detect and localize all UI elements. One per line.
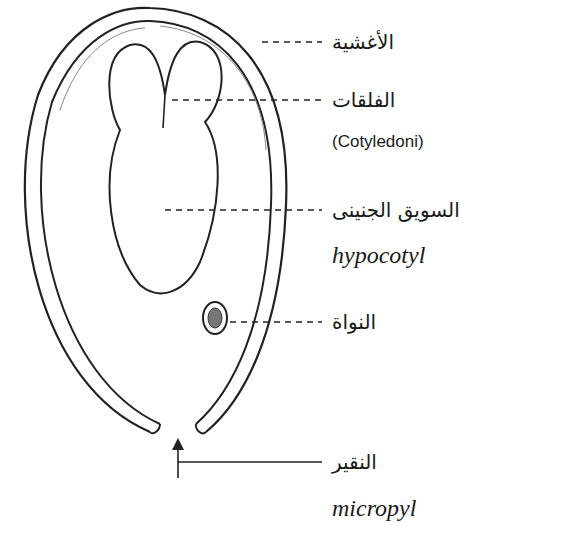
cotyledon-divide — [163, 95, 165, 128]
arrow-head — [172, 438, 184, 450]
outer-integument — [25, 8, 287, 432]
integument-shading — [160, 26, 266, 150]
part-label: (Cotyledoni) — [332, 132, 424, 152]
leader-line — [165, 209, 322, 211]
micropyle-arrow — [177, 446, 179, 478]
nucleus-core — [208, 308, 222, 328]
part-label: الأغشية — [332, 30, 394, 54]
part-label: النواة — [332, 310, 376, 334]
inner-integument — [41, 21, 271, 424]
part-label: الفلقات — [332, 88, 395, 112]
part-label: النقير — [332, 450, 377, 474]
leader-line — [230, 321, 322, 323]
part-label: hypocotyl — [332, 241, 425, 270]
integument-tip — [150, 424, 160, 433]
part-label: micropyl — [332, 494, 416, 523]
leader-line — [172, 99, 322, 101]
integument-shading — [60, 28, 145, 110]
part-label: السويق الجنينى — [332, 198, 460, 222]
leader-line — [178, 461, 322, 463]
leader-line — [262, 41, 322, 43]
nucleus — [203, 302, 227, 334]
embryo — [109, 42, 221, 294]
integument-tip — [196, 424, 206, 433]
